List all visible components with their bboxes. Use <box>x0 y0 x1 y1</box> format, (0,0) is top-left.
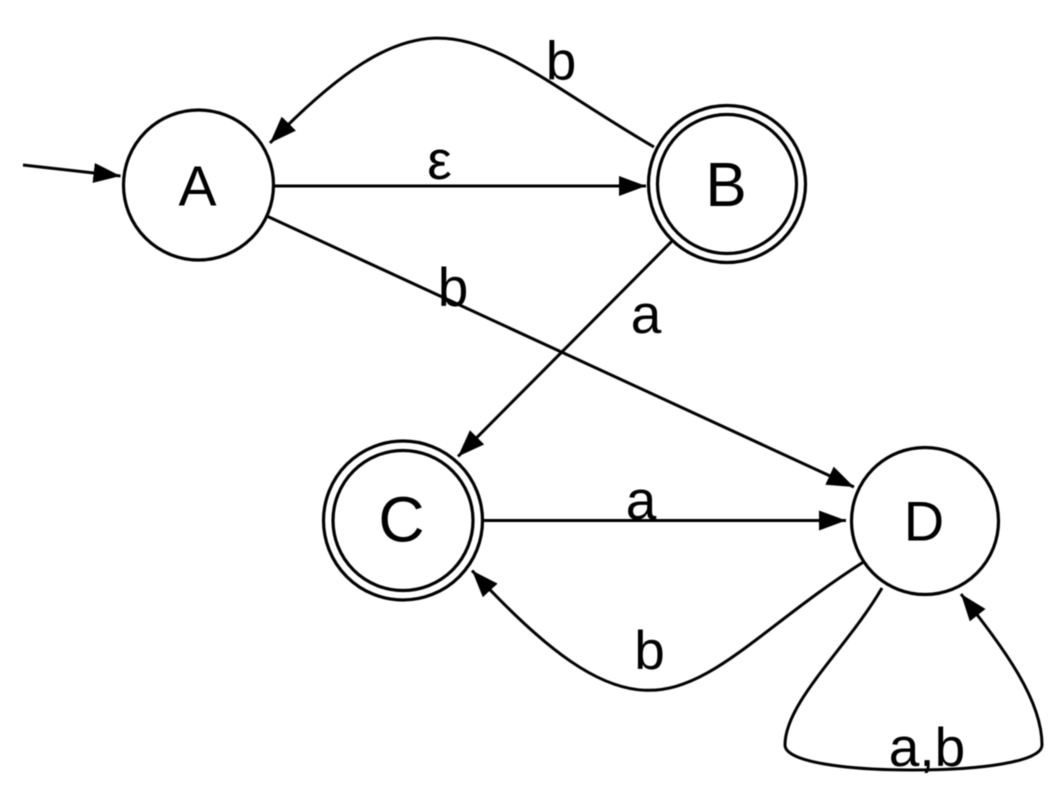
svg-text:a: a <box>626 469 657 531</box>
svg-text:ε: ε <box>427 129 452 191</box>
svg-text:b: b <box>634 619 665 681</box>
svg-text:C: C <box>378 484 424 556</box>
svg-text:B: B <box>705 151 746 220</box>
svg-text:a,b: a,b <box>889 716 965 778</box>
svg-text:b: b <box>438 256 469 318</box>
svg-text:D: D <box>904 490 944 553</box>
svg-text:a: a <box>631 283 662 345</box>
svg-text:b: b <box>546 30 577 92</box>
svg-text:A: A <box>178 155 216 219</box>
